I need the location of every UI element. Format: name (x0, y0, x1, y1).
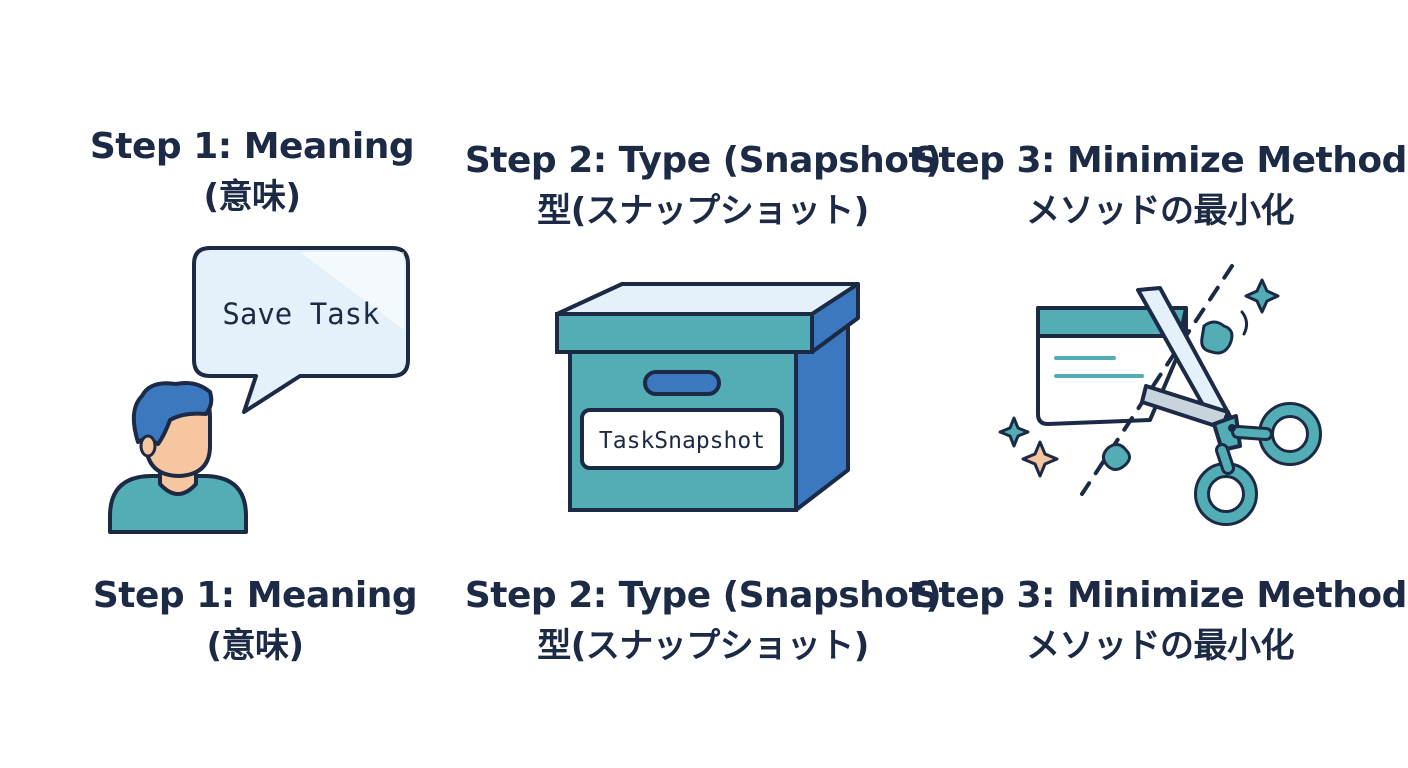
step-2-heading-en: Step 2: Type (Snapshot) (464, 140, 942, 181)
step-1-heading-ja: (意味) (203, 177, 301, 217)
sparkle-icon (998, 278, 1280, 478)
step-2-heading-ja: 型(スナップショット) (537, 191, 869, 231)
step-3-heading: Step 3: Minimize Method メソッドの最小化 (913, 136, 1407, 236)
step-1-caption-ja: (意味) (206, 626, 304, 666)
step-1-heading-en: Step 1: Meaning (89, 126, 415, 167)
step-2-caption-en: Step 2: Type (Snapshot) (464, 575, 942, 616)
step-1-caption: Step 1: Meaning (意味) (92, 571, 418, 671)
scissors-icon (1136, 286, 1322, 526)
step-1-caption-en: Step 1: Meaning (92, 575, 418, 616)
storage-box-icon: TaskSnapshot (555, 282, 860, 512)
step-2-caption: Step 2: Type (Snapshot) 型(スナップショット) (464, 571, 942, 671)
person-icon (108, 381, 248, 534)
speech-bubble-icon: Save Task (192, 246, 410, 414)
step-3-caption-ja: メソッドの最小化 (1026, 626, 1294, 666)
step-2-heading: Step 2: Type (Snapshot) 型(スナップショット) (464, 136, 942, 236)
step-3-heading-en: Step 3: Minimize Method (913, 140, 1407, 181)
step-1-heading: Step 1: Meaning (意味) (89, 122, 415, 222)
step-3-heading-ja: メソッドの最小化 (1026, 191, 1294, 231)
box-label-text: TaskSnapshot (599, 428, 765, 454)
crumbs-decoration (1101, 310, 1249, 471)
bubble-text: Save Task (222, 297, 380, 331)
step-3-caption: Step 3: Minimize Method メソッドの最小化 (913, 571, 1407, 671)
cut-line (1080, 264, 1234, 496)
step-3-caption-en: Step 3: Minimize Method (913, 575, 1407, 616)
step-2-caption-ja: 型(スナップショット) (537, 626, 869, 666)
